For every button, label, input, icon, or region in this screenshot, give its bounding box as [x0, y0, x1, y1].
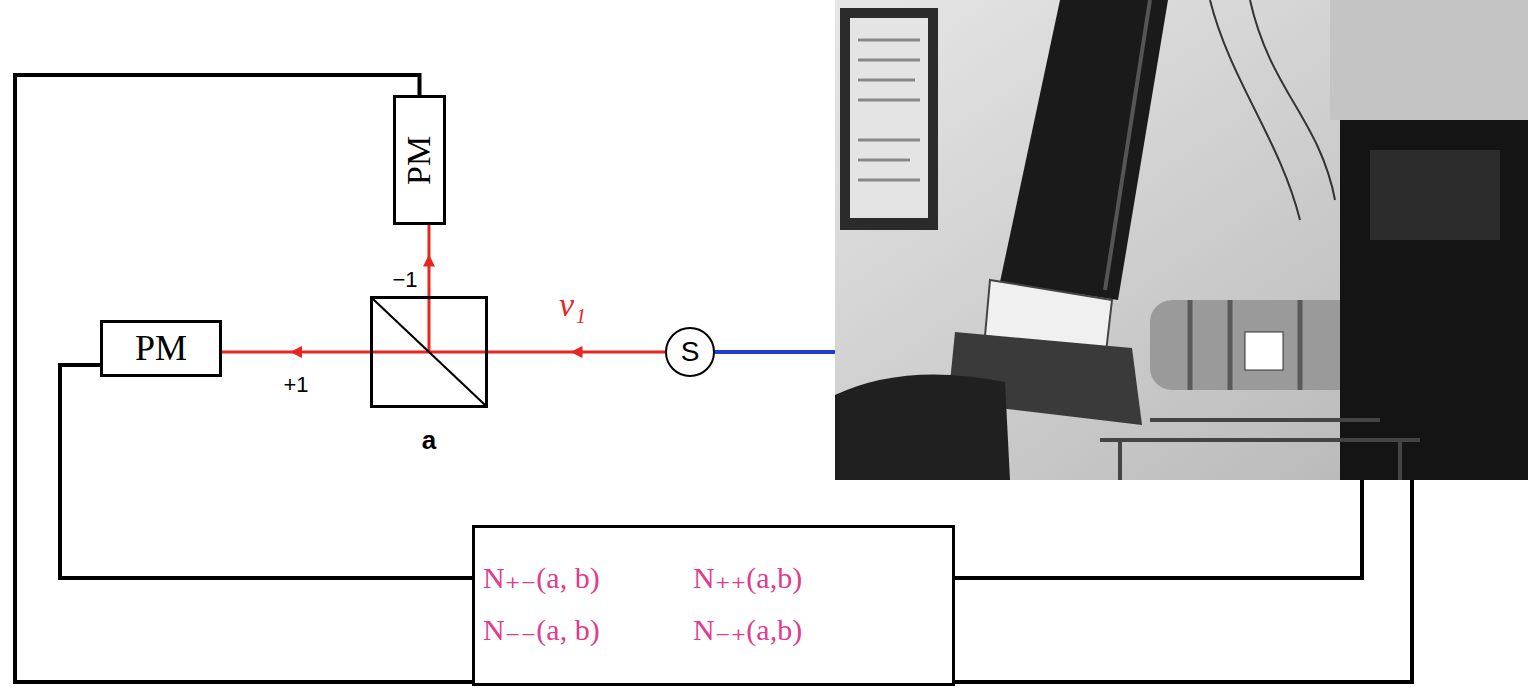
dark-panel [1340, 120, 1528, 480]
splitter-diagonal [373, 299, 485, 405]
signal-wire [15, 75, 472, 682]
small-card [1245, 332, 1283, 370]
coincidence-counter: N₊₋(a, b) N₊₊(a,b) N₋₋(a, b) N₋₊(a,b) [472, 525, 955, 686]
cables [1210, 0, 1335, 220]
port-label: +1 [281, 372, 310, 398]
polarizer-cube: a [370, 296, 488, 408]
signal-wire [60, 365, 472, 578]
port-label: −1 [390, 267, 419, 293]
count-label: N₋₊(a,b) [693, 612, 802, 648]
detector-label: PM [399, 135, 440, 184]
analyzer-label: a [422, 425, 436, 456]
source-label: S [681, 335, 700, 369]
photon-beam [428, 225, 431, 296]
tube-rings [1190, 300, 1300, 390]
detector-tube [1000, 0, 1168, 300]
photo-ground [835, 0, 1528, 480]
count-label: N₊₊(a,b) [693, 560, 802, 596]
beam-in-cube [370, 296, 488, 352]
wall-frame [840, 8, 938, 230]
apparatus-photo [835, 0, 1528, 480]
tube-highlight [1105, 0, 1150, 290]
wall-patch [1330, 0, 1528, 120]
diagonal-line [373, 299, 485, 405]
panel-screen [1370, 150, 1500, 240]
photon-beam [488, 351, 665, 354]
count-label: N₋₋(a, b) [483, 612, 600, 648]
signal-wire [955, 480, 1412, 682]
wall-notice [850, 18, 928, 218]
source-circle: S [665, 327, 715, 377]
pump-beam [715, 350, 835, 354]
count-label: N₊₋(a, b) [483, 560, 600, 596]
photomultiplier-box: PM [100, 320, 222, 377]
left-cylinder [835, 374, 1010, 480]
detector-label: PM [135, 327, 187, 370]
table-frame [1100, 420, 1420, 480]
lens-tube [1150, 300, 1360, 390]
photon-beam [222, 351, 370, 354]
notice-lines [858, 40, 920, 180]
frequency-label: ν₁ [557, 286, 588, 324]
photomultiplier-box: PM [393, 95, 446, 225]
